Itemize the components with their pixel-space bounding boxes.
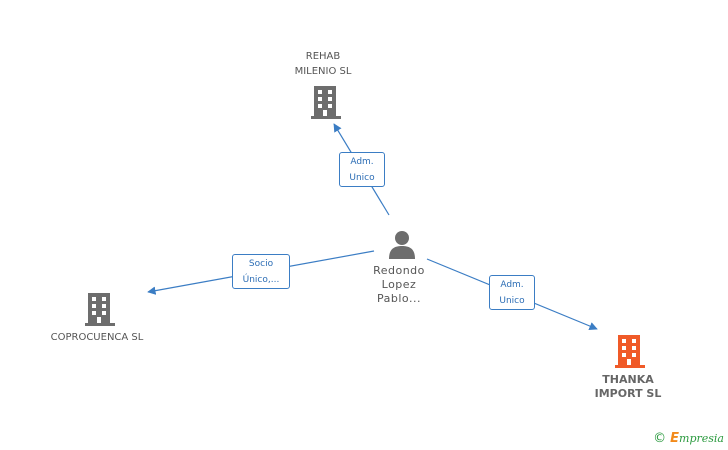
relation-coprocuenca-line1: Socio (248, 259, 274, 269)
person-name-line2: Lopez (381, 278, 417, 291)
empresia-logo[interactable]: © Empresia (653, 431, 724, 446)
relation-rehab-line2: Unico (349, 173, 375, 183)
person-icon[interactable] (388, 230, 416, 260)
rehab-name-line1: REHAB (305, 51, 341, 62)
relation-coprocuenca-line2: Único,... (242, 275, 280, 285)
copyright-symbol: © (653, 431, 667, 446)
building-icon[interactable] (84, 291, 116, 327)
relation-thanka-line2: Unico (499, 296, 525, 306)
building-icon[interactable] (310, 84, 342, 120)
rehab-label[interactable]: REHAB MILENIO SL (273, 49, 373, 79)
brand-rest: mpresia (679, 432, 724, 445)
person-label[interactable]: Redondo Lopez Pablo... (359, 264, 439, 306)
brand-e: E (670, 431, 680, 446)
relation-thanka-line1: Adm. (500, 280, 524, 290)
thanka-name-line1: THANKA (602, 373, 654, 386)
building-icon[interactable] (614, 333, 646, 369)
relation-rehab-line1: Adm. (350, 157, 374, 167)
rehab-name-line2: MILENIO SL (294, 66, 352, 77)
person-name-line1: Redondo (373, 264, 425, 277)
thanka-name-line2: IMPORT SL (594, 387, 662, 400)
relation-badge-rehab[interactable]: Adm. Unico (339, 152, 385, 187)
thanka-label[interactable]: THANKA IMPORT SL (578, 373, 678, 401)
relation-badge-thanka[interactable]: Adm. Unico (489, 275, 535, 310)
person-name-line3: Pablo... (377, 292, 421, 305)
relation-badge-coprocuenca[interactable]: Socio Único,... (232, 254, 290, 289)
coprocuenca-label[interactable]: COPROCUENCA SL (50, 332, 144, 343)
